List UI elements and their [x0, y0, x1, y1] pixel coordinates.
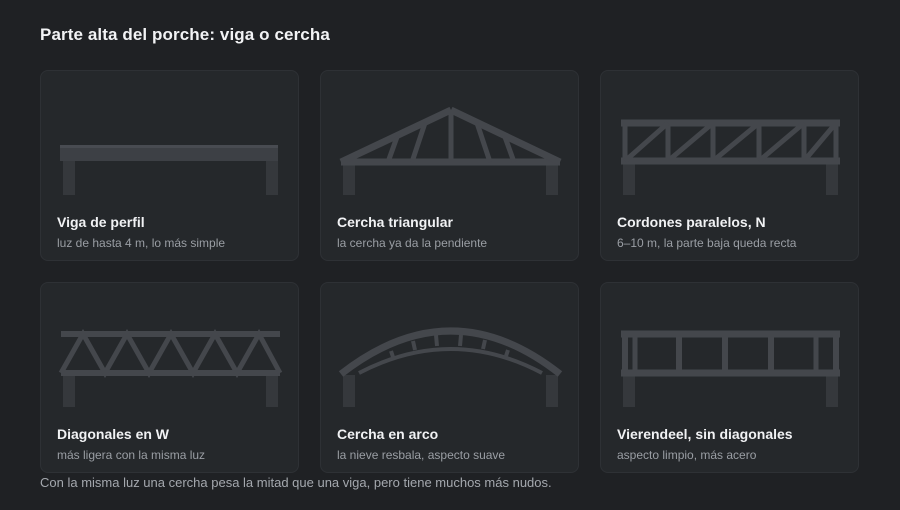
beam-icon [60, 145, 278, 195]
option-card-triangular-truss[interactable]: Cercha triangular la cercha ya da la pen… [320, 70, 579, 261]
option-note: aspecto limpio, más acero [617, 448, 757, 462]
option-note: más ligera con la misma luz [57, 448, 206, 462]
option-note: 6–10 m, la parte baja queda recta [617, 236, 797, 250]
option-note: la cercha ya da la pendiente [337, 236, 488, 250]
option-title: Viga de perfil [57, 214, 145, 230]
option-note: luz de hasta 4 m, lo más simple [57, 236, 226, 250]
option-card-w-truss[interactable]: Diagonales en W más ligera con la misma … [40, 282, 299, 473]
option-title: Diagonales en W [57, 426, 170, 442]
option-title: Vierendeel, sin diagonales [617, 426, 793, 442]
arch-truss-icon [338, 327, 563, 407]
triangular-truss-icon [339, 106, 562, 195]
option-card-vierendeel-truss[interactable]: Vierendeel, sin diagonales aspecto limpi… [600, 282, 859, 473]
vierendeel-truss-icon [621, 330, 840, 407]
option-card-n-truss[interactable]: Cordones paralelos, N 6–10 m, la parte b… [600, 70, 859, 261]
option-card-arch-truss[interactable]: Cercha en arco la nieve resbala, aspecto… [320, 282, 579, 473]
w-truss-icon [58, 328, 283, 407]
n-truss-icon [621, 119, 840, 195]
option-note: la nieve resbala, aspecto suave [337, 448, 506, 462]
option-title: Cordones paralelos, N [617, 214, 766, 230]
page-title: Parte alta del porche: viga o cercha [40, 25, 330, 44]
option-title: Cercha triangular [337, 214, 453, 230]
option-card-beam[interactable]: Viga de perfil luz de hasta 4 m, lo más … [40, 70, 299, 261]
option-title: Cercha en arco [337, 426, 439, 442]
options-grid: Viga de perfil luz de hasta 4 m, lo más … [40, 70, 861, 474]
footnote: Con la misma luz una cercha pesa la mita… [40, 475, 552, 490]
